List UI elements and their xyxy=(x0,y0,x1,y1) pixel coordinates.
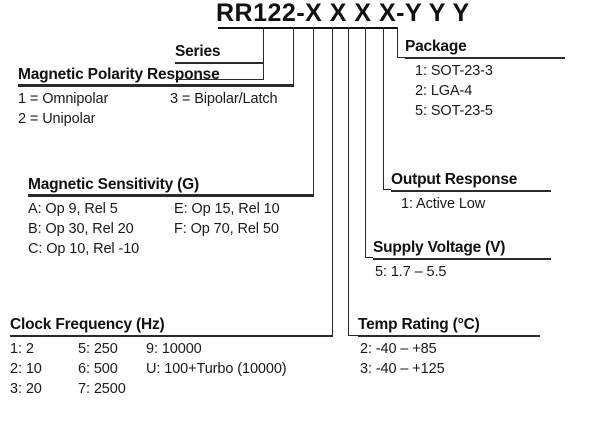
option-item: C: Op 10, Rel -10 xyxy=(28,240,140,257)
option-row: C: Op 10, Rel -10 xyxy=(28,239,314,259)
option-row: 3: 20 7: 2500 xyxy=(10,379,333,399)
leader-output-vertical xyxy=(383,27,384,190)
part-number-header: RR122-X X X X-Y Y Y xyxy=(216,0,470,27)
block-supply-voltage-title: Supply Voltage (V) xyxy=(373,239,506,256)
block-package-options: 1: SOT-23-3 2: LGA-4 5: SOT-23-5 xyxy=(405,61,565,121)
leader-output-horizontal xyxy=(383,189,391,190)
block-clock-frequency: Clock Frequency (Hz) 1: 2 5: 250 9: 10000 … xyxy=(10,316,333,399)
option-item: 3 = Bipolar/Latch xyxy=(170,90,278,107)
leader-package-vertical xyxy=(397,27,398,58)
block-output-response-title: Output Response xyxy=(391,171,518,188)
block-package: Package 1: SOT-23-3 2: LGA-4 5: SOT-23-5 xyxy=(405,38,565,121)
block-series-title: Series xyxy=(175,43,221,60)
option-item: 1 = Omnipolar xyxy=(18,90,109,107)
option-row: 5: 1.7 – 5.5 xyxy=(375,263,447,280)
option-item: 6: 500 xyxy=(78,360,118,377)
option-item: 5: 250 xyxy=(78,340,118,357)
option-row: A: Op 9, Rel 5 E: Op 15, Rel 10 xyxy=(28,199,314,219)
block-sensitivity-options: A: Op 9, Rel 5 E: Op 15, Rel 10 B: Op 30,… xyxy=(28,199,314,259)
block-polarity-options: 1 = Omnipolar 3 = Bipolar/Latch 2 = Unipo… xyxy=(18,89,294,129)
block-sensitivity-title: Magnetic Sensitivity (G) xyxy=(28,176,199,193)
option-row: 1 = Omnipolar 3 = Bipolar/Latch xyxy=(18,89,294,109)
option-item: 3: 20 xyxy=(10,380,42,397)
block-package-rule xyxy=(405,57,565,59)
block-clock-rule xyxy=(10,335,333,337)
leader-series-horizontal xyxy=(175,79,264,80)
block-output-response-rule xyxy=(391,190,551,192)
block-package-title: Package xyxy=(405,38,467,55)
leader-sensitivity-horizontal xyxy=(28,194,314,195)
block-magnetic-polarity-response: Magnetic Polarity Response 1 = Omnipolar… xyxy=(18,66,294,129)
option-item: A: Op 9, Rel 5 xyxy=(28,200,118,217)
leader-supply-horizontal xyxy=(365,257,373,258)
option-row: 2: 10 6: 500 U: 100+Turbo (10000) xyxy=(10,359,333,379)
block-polarity-rule xyxy=(18,85,294,87)
block-series: Series xyxy=(175,43,263,66)
option-item: 7: 2500 xyxy=(78,380,126,397)
option-item: 9: 10000 xyxy=(146,340,202,357)
option-item: F: Op 70, Rel 50 xyxy=(174,220,279,237)
option-row: B: Op 30, Rel 20 F: Op 70, Rel 50 xyxy=(28,219,314,239)
block-supply-voltage-rule xyxy=(373,258,551,260)
block-temp-rating-title: Temp Rating (°C) xyxy=(358,316,480,333)
block-series-rule xyxy=(175,62,263,64)
block-temp-rating-options: 2: -40 – +85 3: -40 – +125 xyxy=(358,339,540,379)
leader-supply-vertical xyxy=(365,27,366,258)
block-output-response-options: 1: Active Low xyxy=(391,194,551,214)
leader-clock-vertical xyxy=(332,27,333,336)
option-row: 3: -40 – +125 xyxy=(360,360,445,377)
option-item: E: Op 15, Rel 10 xyxy=(174,200,280,217)
leader-sensitivity-vertical xyxy=(313,27,314,195)
option-row: 2 = Unipolar xyxy=(18,109,294,129)
option-row: 5: SOT-23-5 xyxy=(415,102,493,119)
option-item: 2: 10 xyxy=(10,360,42,377)
block-supply-voltage-options: 5: 1.7 – 5.5 xyxy=(373,262,551,282)
part-number-underline xyxy=(218,27,398,29)
leader-temp-vertical xyxy=(348,27,349,336)
block-polarity-title: Magnetic Polarity Response xyxy=(18,66,220,83)
block-supply-voltage: Supply Voltage (V) 5: 1.7 – 5.5 xyxy=(373,239,551,282)
option-item: U: 100+Turbo (10000) xyxy=(146,360,287,377)
block-magnetic-sensitivity: Magnetic Sensitivity (G) A: Op 9, Rel 5 E… xyxy=(28,176,314,259)
option-row: 2: LGA-4 xyxy=(415,82,473,99)
option-row: 1: Active Low xyxy=(401,195,486,212)
leader-polarity-horizontal xyxy=(18,84,294,85)
leader-polarity-vertical xyxy=(293,27,294,85)
block-temp-rating: Temp Rating (°C) 2: -40 – +85 3: -40 – +… xyxy=(358,316,540,379)
option-item: 1: 2 xyxy=(10,340,34,357)
option-row: 1: SOT-23-3 xyxy=(415,62,493,79)
option-row: 2: -40 – +85 xyxy=(360,340,437,357)
block-clock-title: Clock Frequency (Hz) xyxy=(10,316,165,333)
block-clock-options: 1: 2 5: 250 9: 10000 2: 10 6: 500 U: 100+Tur… xyxy=(10,339,333,399)
option-item: 2 = Unipolar xyxy=(18,110,96,127)
block-temp-rating-rule xyxy=(358,335,540,337)
option-item: B: Op 30, Rel 20 xyxy=(28,220,134,237)
block-sensitivity-rule xyxy=(28,195,314,197)
leader-series-vertical xyxy=(263,27,264,80)
leader-package-horizontal xyxy=(397,57,405,58)
leader-temp-horizontal xyxy=(348,335,358,336)
block-output-response: Output Response 1: Active Low xyxy=(391,171,551,214)
option-row: 1: 2 5: 250 9: 10000 xyxy=(10,339,333,359)
